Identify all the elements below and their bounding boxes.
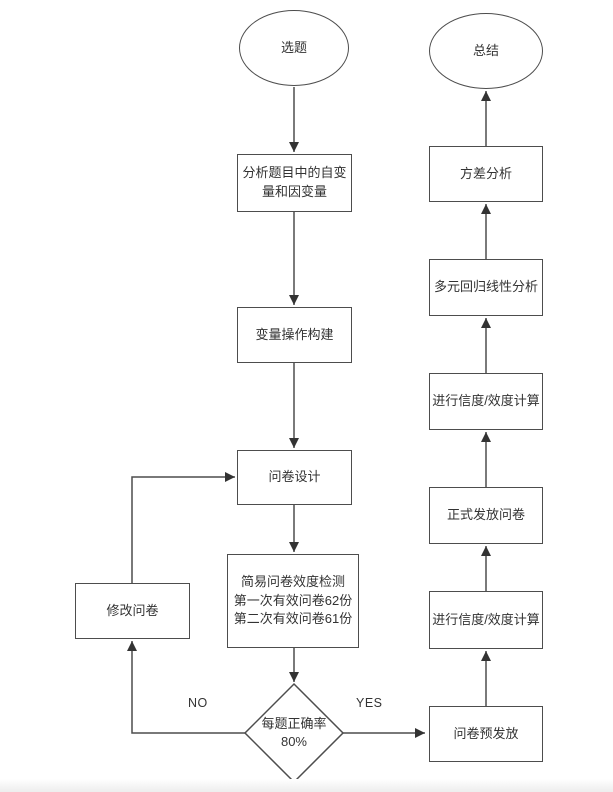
node-modify-questionnaire-label: 修改问卷 [106,602,159,618]
node-accuracy-decision-label: 每题正确率 80% [261,715,327,749]
node-select-topic-label: 选题 [280,39,307,55]
node-simple-validity-test-label: 简易问卷效度检测 第一次有效问卷62份 第二次有效问卷61份 [233,573,353,627]
node-select-topic: 选题 [239,10,349,86]
edge-decision-no-to-modify [127,641,245,734]
node-pre-release: 问卷预发放 [429,706,543,762]
node-reliability-calc-upper-label: 进行信度/效度计算 [432,393,540,409]
node-modify-questionnaire: 修改问卷 [75,583,190,639]
node-regression-analysis-label: 多元回归线性分析 [433,279,538,295]
node-variable-construction-label: 变量操作构建 [255,326,334,342]
node-simple-validity-test: 简易问卷效度检测 第一次有效问卷62份 第二次有效问卷61份 [227,554,359,648]
node-pre-release-label: 问卷预发放 [453,725,519,741]
node-questionnaire-design-label: 问卷设计 [268,469,321,485]
edge-modify-to-design [131,472,235,583]
edge-label-yes: YES [356,696,383,710]
page-bottom-edge [0,779,613,792]
node-reliability-calc-lower: 进行信度/效度计算 [429,591,543,649]
node-questionnaire-design: 问卷设计 [237,450,352,505]
node-reliability-calc-lower-label: 进行信度/效度计算 [432,611,540,627]
node-formal-release-label: 正式发放问卷 [446,507,525,523]
node-anova-label: 方差分析 [459,165,512,181]
node-summary-label: 总结 [472,42,499,58]
node-anova: 方差分析 [429,146,543,202]
node-regression-analysis: 多元回归线性分析 [429,259,543,316]
node-analyze-variables-label: 分析题目中的自变 量和因变量 [242,165,347,199]
edge-label-no: NO [188,696,208,710]
node-analyze-variables: 分析题目中的自变 量和因变量 [237,154,352,212]
node-summary: 总结 [429,13,543,89]
node-reliability-calc-upper: 进行信度/效度计算 [429,373,543,430]
node-accuracy-decision: 每题正确率 80% [244,684,344,782]
node-formal-release: 正式发放问卷 [429,487,543,544]
node-variable-construction: 变量操作构建 [237,307,352,363]
